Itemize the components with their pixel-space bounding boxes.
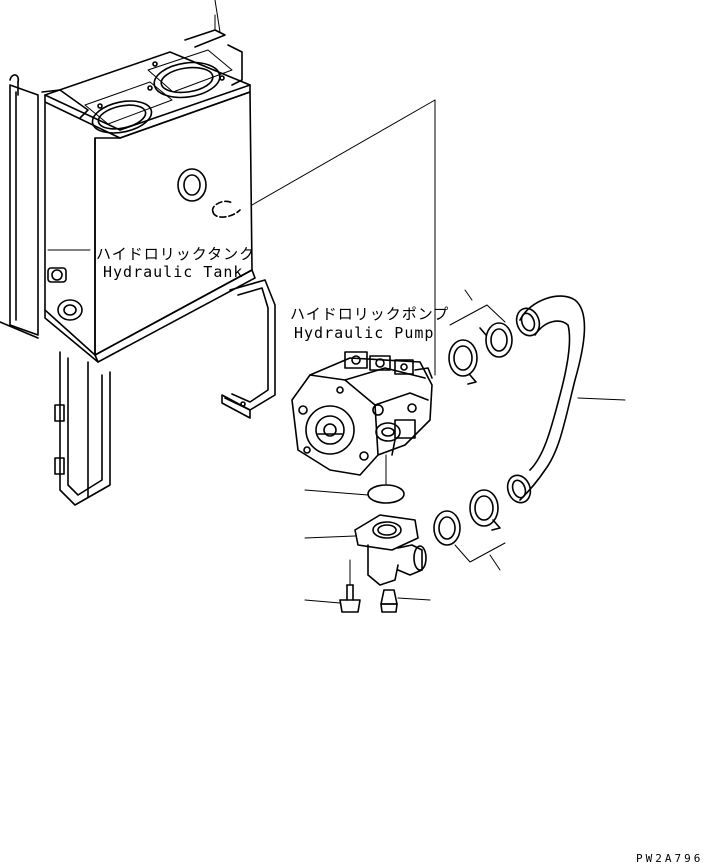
- pump-label-english: Hydraulic Pump: [294, 324, 435, 342]
- support-frame: [54, 279, 276, 506]
- elbow-fitting: [304, 514, 427, 586]
- plug: [380, 589, 431, 613]
- drawing-code: PW2A796: [636, 852, 704, 865]
- tank-label-japanese: ハイドロリックタンク: [96, 245, 256, 263]
- hydraulic-tank: [0, 0, 436, 376]
- bolt: [304, 559, 361, 613]
- pump-label-japanese: ハイドロリックポンプ: [290, 305, 450, 323]
- hydraulic-pump: [291, 351, 433, 504]
- tank-label-english: Hydraulic Tank: [103, 263, 244, 281]
- clamps-lower: [433, 489, 506, 571]
- hose: [506, 295, 626, 504]
- clamps-upper: [448, 289, 513, 385]
